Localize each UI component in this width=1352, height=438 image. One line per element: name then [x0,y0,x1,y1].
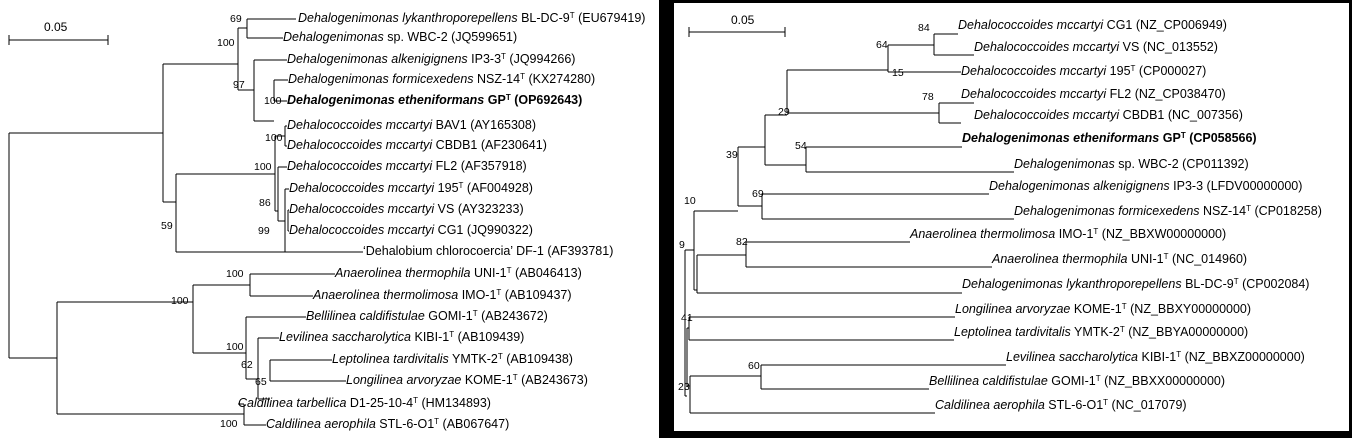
taxon-label: Dehalococcoides mccartyi CG1 (JQ990322) [289,223,533,237]
type-strain-mark: T [1246,204,1251,213]
bootstrap-value: 23 [678,381,690,393]
bootstrap-value: 100 [254,161,272,173]
bootstrap-value: 69 [230,13,242,25]
type-strain-mark: T [413,396,418,405]
taxon-label: Anaerolinea thermolimosa IMO-1T (NZ_BBXW… [910,227,1227,241]
bootstrap-value: 59 [161,220,173,232]
type-strain-mark: T [458,181,464,190]
bootstrap-value: 100 [226,268,244,280]
taxon-label: Dehalogenimonas formicexedens NSZ-14T (K… [288,72,596,86]
taxon-label: Dehalogenimonas etheniformans GPT (CP058… [962,131,1257,145]
taxon-label: Dehalococcoides mccartyi CBDB1 (AF230641… [287,138,547,152]
bootstrap-value: 100 [220,418,238,430]
taxon-label: Levilinea saccharolytica KIBI-1T (AB1094… [279,330,525,344]
type-strain-mark: T [496,288,502,297]
type-strain-mark: T [1119,325,1125,334]
type-strain-mark: T [505,93,511,102]
type-strain-mark: T [512,373,518,382]
taxon-label: Dehalogenimonas alkenigignens IP3-3T (JQ… [287,52,576,66]
type-strain-mark: T [1176,350,1182,359]
bootstrap-value: 62 [241,359,253,371]
type-strain-mark: T [1180,131,1186,140]
taxon-label: Dehalogenimonas sp. WBC-2 (CP011392) [1014,157,1249,171]
type-strain-mark: T [520,72,525,81]
taxon-label: Anaerolinea thermophila UNI-1T (NC_01496… [992,252,1248,266]
bootstrap-value: 100 [171,295,189,307]
type-strain-mark: T [434,417,440,426]
taxon-label: ‘Dehalobium chlorocoercia’ DF-1 (AF39378… [363,244,614,258]
taxon-label: Dehalococcoides mccartyi BAV1 (AY165308) [287,118,536,132]
left-tree-panel: 0.05 Dehalogenimonas lykanthroporepellen… [0,0,659,438]
bootstrap-value: 10 [684,195,696,207]
bootstrap-value: 100 [264,95,282,107]
type-strain-mark: T [1103,398,1109,407]
taxon-label: Dehalococcoides mccartyi 195T (CP000027) [961,64,1207,78]
type-strain-mark: T [1163,252,1169,261]
bootstrap-value: 64 [876,39,888,51]
type-strain-mark: T [506,266,512,275]
taxon-label: Dehalococcoides mccartyi FL2 (NZ_CP03847… [961,87,1226,101]
taxon-label: Longilinea arvoryzae KOME-1T (NZ_BBXY000… [955,302,1252,316]
taxon-label: Dehalococcoides mccartyi VS (AY323233) [289,202,524,216]
type-strain-mark: T [1121,302,1127,311]
bootstrap-value: 39 [726,149,738,161]
bootstrap-value: 15 [892,67,904,79]
type-strain-mark: T [1093,227,1099,236]
taxon-label: Dehalogenimonas alkenigignens IP3-3 (LFD… [989,179,1303,193]
bootstrap-value: 82 [736,236,748,248]
taxon-label: Caldilinea aerophila STL-6-O1T (NC_01707… [935,398,1187,412]
bootstrap-value: 29 [778,106,790,118]
bootstrap-value: 100 [217,37,235,49]
type-strain-mark: T [1130,64,1136,73]
taxon-label: Dehalococcoides mccartyi FL2 (AF357918) [287,159,527,173]
taxon-label: Longilinea arvoryzae KOME-1T (AB243673) [346,373,588,387]
right-tree-panel: 0.05 Dehalococcoides mccartyi CG1 (NZ_CP… [674,3,1349,431]
type-strain-mark: T [501,52,506,61]
taxon-label: Dehalogenimonas lykanthroporepellens BL-… [962,277,1310,291]
taxon-label: Leptolinea tardivitalis YMTK-2T (NZ_BBYA… [954,325,1249,339]
taxon-label: Dehalogenimonas formicexedens NSZ-14T (C… [1014,204,1322,218]
bootstrap-value: 100 [265,132,283,144]
bootstrap-value: 69 [752,188,764,200]
bootstrap-value: 78 [922,91,934,103]
scale-bar-label: 0.05 [731,13,755,27]
taxon-label: Caldilinea aerophila STL-6-O1T (AB067647… [266,417,510,431]
bootstrap-value: 86 [259,197,271,209]
bootstrap-value: 97 [233,79,245,91]
taxon-label: Dehalococcoides mccartyi CG1 (NZ_CP00694… [958,18,1227,32]
bootstrap-value: 54 [795,140,807,152]
bootstrap-value: 99 [258,225,270,237]
bootstrap-value: 84 [918,22,930,34]
taxon-label: Dehalococcoides mccartyi VS (NC_013552) [974,40,1218,54]
taxon-label: Dehalogenimonas etheniformans GPT (OP692… [287,93,583,107]
taxon-label: Leptolinea tardivitalis YMTK-2T (AB10943… [332,352,573,366]
taxon-label: Anaerolinea thermolimosa IMO-1T (AB10943… [313,288,572,302]
taxon-label: Dehalogenimonas sp. WBC-2 (JQ599651) [283,30,518,44]
taxon-label: Anaerolinea thermophila UNI-1T (AB046413… [335,266,582,280]
type-strain-mark: T [449,330,455,339]
bootstrap-value: 65 [255,376,267,388]
type-strain-mark: T [569,11,575,20]
type-strain-mark: T [1095,374,1101,383]
type-strain-mark: T [472,309,478,318]
bootstrap-value: 60 [748,360,760,372]
type-strain-mark: T [1233,277,1239,286]
type-strain-mark: T [497,352,503,361]
taxon-label: Dehalococcoides mccartyi 195T (AF004928) [289,181,533,195]
taxon-label: Dehalogenimonas lykanthroporepellens BL-… [298,11,646,25]
bootstrap-value: 9 [679,239,685,251]
right-tree-branches [684,27,1014,414]
left-tree-branches [8,18,363,426]
scale-bar-label: 0.05 [44,20,68,34]
bootstrap-value: 41 [681,312,693,324]
taxon-label: Caldilinea tarbellica D1-25-10-4T (HM134… [238,396,491,410]
taxon-label: Bellilinea caldifistulae GOMI-1T (NZ_BBX… [929,374,1226,388]
taxon-label: Dehalococcoides mccartyi CBDB1 (NC_00735… [974,108,1243,122]
bootstrap-value: 100 [226,341,244,353]
taxon-label: Levilinea saccharolytica KIBI-1T (NZ_BBX… [1006,350,1305,364]
taxon-label: Bellilinea caldifistulae GOMI-1T (AB2436… [306,309,548,323]
